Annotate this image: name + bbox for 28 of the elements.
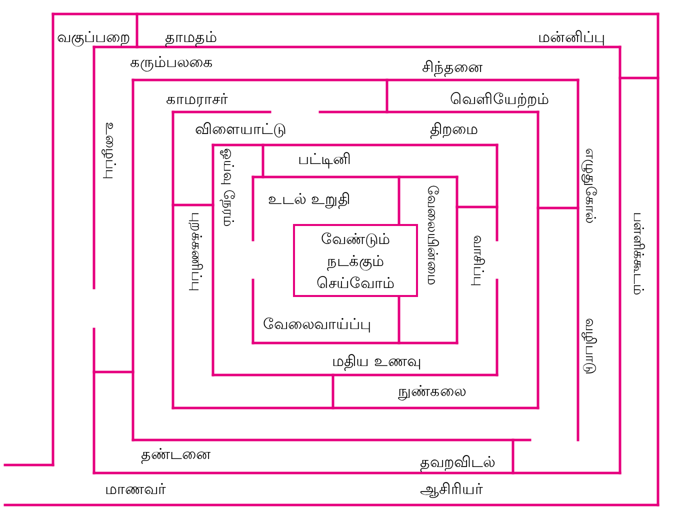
maze-word: ஓய்வு நேரம் [219, 148, 237, 226]
maze-word: நுண்கலை [398, 382, 466, 400]
maze-word: வகுப்பறை [57, 28, 130, 46]
maze-word: தாமதம் [165, 28, 217, 46]
maze-word: மாணவர் [105, 480, 166, 498]
maze-word: மதிய உணவு [332, 352, 421, 370]
maze-word: எழுதுகோல் [581, 148, 599, 224]
maze-word: வேலைவாய்ப்பு [263, 315, 371, 333]
maze-word: வழிபாடு [581, 318, 599, 375]
maze-word: விளையாட்டு [195, 120, 286, 138]
maze-word: உழைப்பு [101, 122, 119, 179]
maze-word: தண்டனை [141, 445, 211, 463]
maze-word: பள்ளிக்கூடம் [629, 212, 647, 295]
maze-word: ஆசிரியர் [420, 480, 483, 498]
maze-word: தவறவிடல் [420, 453, 495, 471]
maze-word: திறமை [430, 120, 478, 138]
maze-word: வேலையின்மை [423, 185, 441, 285]
maze-word: வாசிப்பு [469, 235, 487, 286]
maze-word: பட்டினி [298, 150, 351, 168]
center-box [293, 224, 418, 297]
center-text: வேண்டும் நடக்கும் செய்வோம் [316, 228, 394, 294]
maze-word: மன்னிப்பு [538, 28, 605, 46]
maze-word: உடல் உறுதி [268, 190, 350, 208]
maze-word: காமராசர் [166, 90, 228, 108]
maze-word: வெளியேற்றம் [450, 90, 549, 108]
maze-word: கரும்பலகை [130, 53, 213, 71]
maze-word: புறக்கணிப்பு [187, 212, 205, 291]
maze-word: சிந்தனை [422, 58, 483, 76]
